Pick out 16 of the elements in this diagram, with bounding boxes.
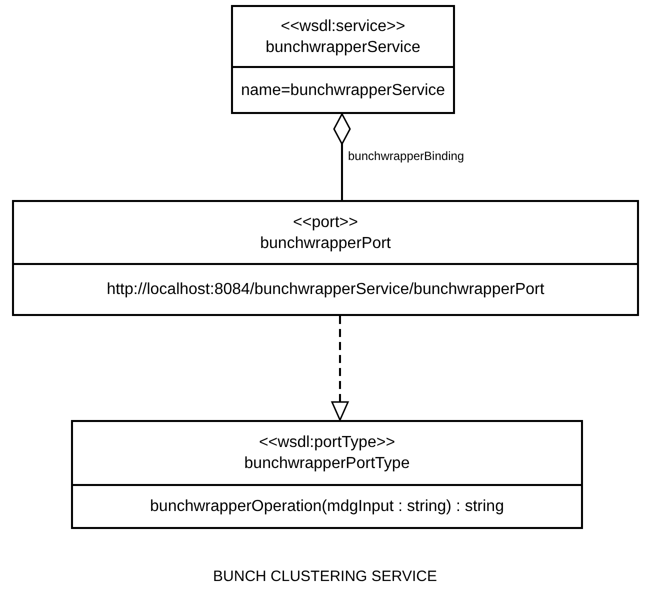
class-name: bunchwrapperPortType [244,454,410,474]
stereotype-label: <<wsdl:portType>> [258,433,396,453]
uml-class-box [12,200,639,316]
attribute-text: bunchwrapperOperation(mdgInput : string) : string [150,497,504,517]
class-name: bunchwrapperPort [260,234,391,254]
uml-class-box [71,420,583,529]
attribute-text: http://localhost:8084/bunchwrapperService/bunchwrapperPort [106,280,544,300]
stereotype-label: <<wsdl:service>> [280,16,406,36]
dashed-arrow [331,316,349,421]
uml-class-box [231,5,455,114]
caption: BUNCH CLUSTERING SERVICE [212,568,438,585]
connector [333,113,351,200]
attribute-text: name=bunchwrapperService [240,80,446,100]
stereotype-label: <<port>> [293,212,358,232]
edge-label: bunchwrapperBinding [346,149,466,163]
class-name: bunchwrapperService [266,38,420,58]
